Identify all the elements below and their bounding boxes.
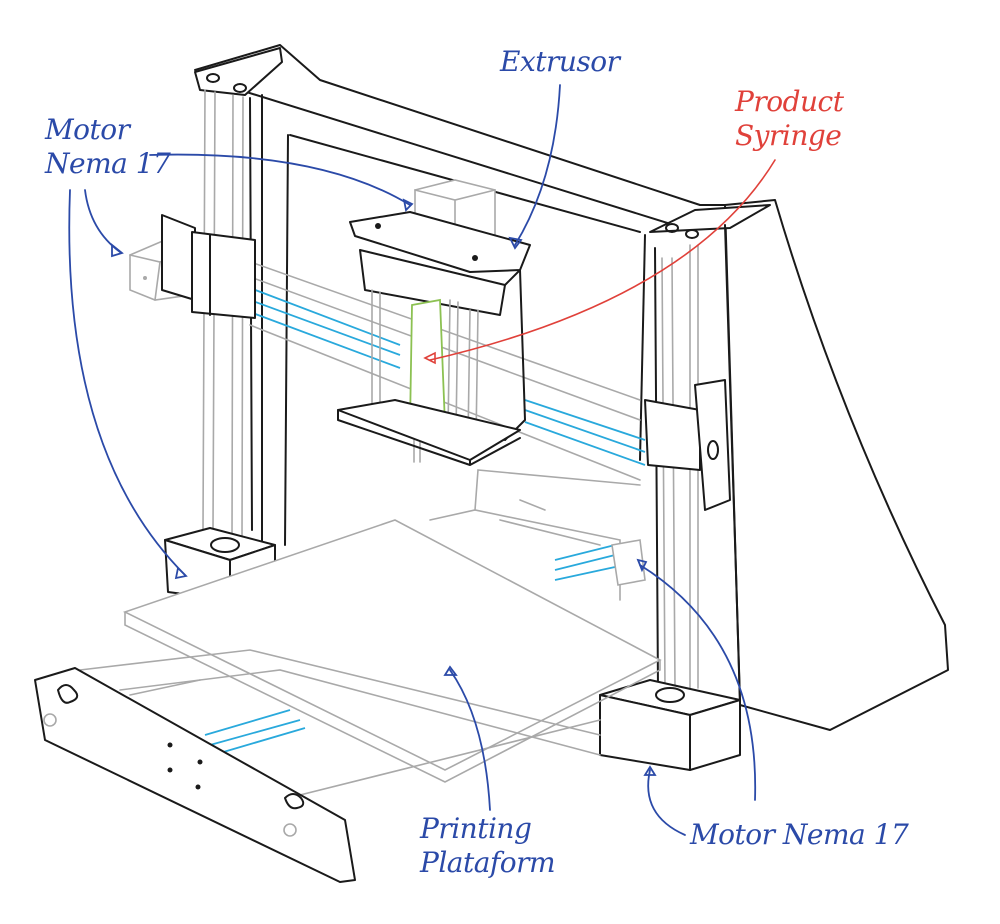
label-motor-nema17-right: Motor Nema 17 bbox=[690, 818, 909, 851]
arrow-platform bbox=[449, 669, 491, 811]
z-motor-right bbox=[599, 679, 741, 771]
extruder-carriage bbox=[337, 179, 531, 466]
arrow-z-right bbox=[647, 769, 686, 836]
syringe-arrow bbox=[423, 159, 776, 365]
label-product-syringe: Product Syringe bbox=[735, 85, 844, 152]
arrow-motor-to-extruder-motor bbox=[149, 153, 411, 206]
x-motor bbox=[129, 214, 256, 319]
printing-platform bbox=[122, 519, 662, 783]
arrow-motor-to-x-motor bbox=[84, 189, 121, 253]
front-rails bbox=[79, 649, 601, 801]
arrow-motor-to-z-left bbox=[68, 189, 186, 576]
label-motor-nema17-left: Motor Nema 17 bbox=[45, 113, 171, 180]
frame-top bbox=[194, 44, 726, 546]
y-axis bbox=[429, 469, 646, 601]
annotation-arrows bbox=[68, 84, 757, 836]
arrow-y-motor bbox=[639, 564, 757, 801]
label-printing-platform: Printing Plataform bbox=[420, 812, 556, 879]
frame-right-column bbox=[644, 204, 771, 701]
label-extruder: Extrusor bbox=[500, 45, 620, 78]
front-plate bbox=[34, 667, 356, 883]
side-panel bbox=[724, 199, 949, 731]
arrow-extruder bbox=[514, 84, 561, 246]
